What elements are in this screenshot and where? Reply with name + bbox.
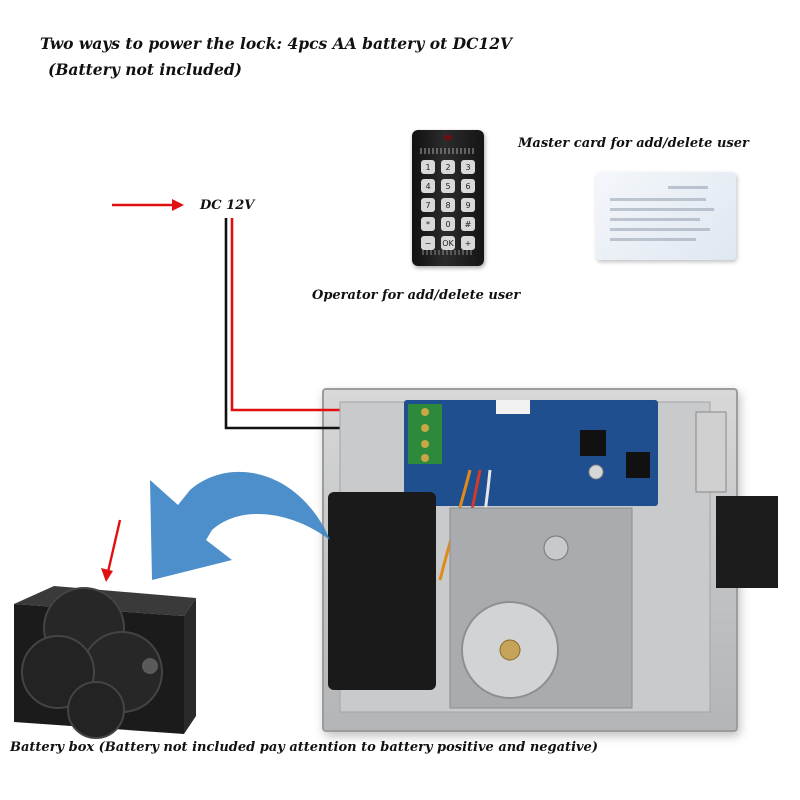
card-print-line <box>610 238 696 241</box>
chip <box>626 452 650 478</box>
remote-printed-text <box>420 148 476 154</box>
card-print-line <box>610 228 710 231</box>
card-print-line <box>668 186 708 189</box>
chip <box>580 430 606 456</box>
battery-box-caption: Battery box (Battery not included pay at… <box>10 740 598 755</box>
remote-key: + <box>461 236 475 250</box>
remote-key: 1 <box>421 160 435 174</box>
card-print-line <box>610 198 706 201</box>
remote-key: 5 <box>441 179 455 193</box>
remote-footer-print <box>422 250 474 255</box>
remote-key: 6 <box>461 179 475 193</box>
lock-bolt <box>716 496 778 588</box>
red-wire <box>230 218 420 412</box>
headline-caption: Two ways to power the lock: 4pcs AA batt… <box>40 34 513 53</box>
screw <box>543 535 569 561</box>
master-card-caption: Master card for add/delete user <box>518 136 749 151</box>
card-print-line <box>610 218 700 221</box>
remote-key: 0 <box>441 217 455 231</box>
ir-emitter <box>444 135 452 140</box>
remote-key: 7 <box>421 198 435 212</box>
operator-caption: Operator for add/delete user <box>312 288 521 303</box>
lock-internals <box>328 400 778 713</box>
dc-12v-caption: DC 12V <box>200 198 255 213</box>
dc-wires <box>224 218 420 430</box>
battery-note-caption: (Battery not included) <box>48 60 243 79</box>
buzzer <box>588 464 604 480</box>
remote-key: 9 <box>461 198 475 212</box>
remote-key: 8 <box>441 198 455 212</box>
battery-box-drawing <box>14 586 196 739</box>
remote-key: − <box>421 236 435 250</box>
card-print-line <box>610 208 714 211</box>
black-wire <box>224 218 420 430</box>
remote-key: OK <box>441 236 455 250</box>
remote-key: 3 <box>461 160 475 174</box>
latch-cylinder <box>695 411 727 493</box>
remote-key: * <box>421 217 435 231</box>
internal-battery-holder <box>328 492 436 690</box>
red-arrow-down <box>101 519 122 582</box>
remote-key: 4 <box>421 179 435 193</box>
connector <box>496 400 530 414</box>
master-card <box>596 172 736 260</box>
pcb-board <box>404 400 658 506</box>
motor-shaft <box>499 639 521 661</box>
curved-arrow-icon <box>150 471 330 580</box>
remote-key: # <box>461 217 475 231</box>
red-arrow-right <box>112 199 184 211</box>
remote-key: 2 <box>441 160 455 174</box>
